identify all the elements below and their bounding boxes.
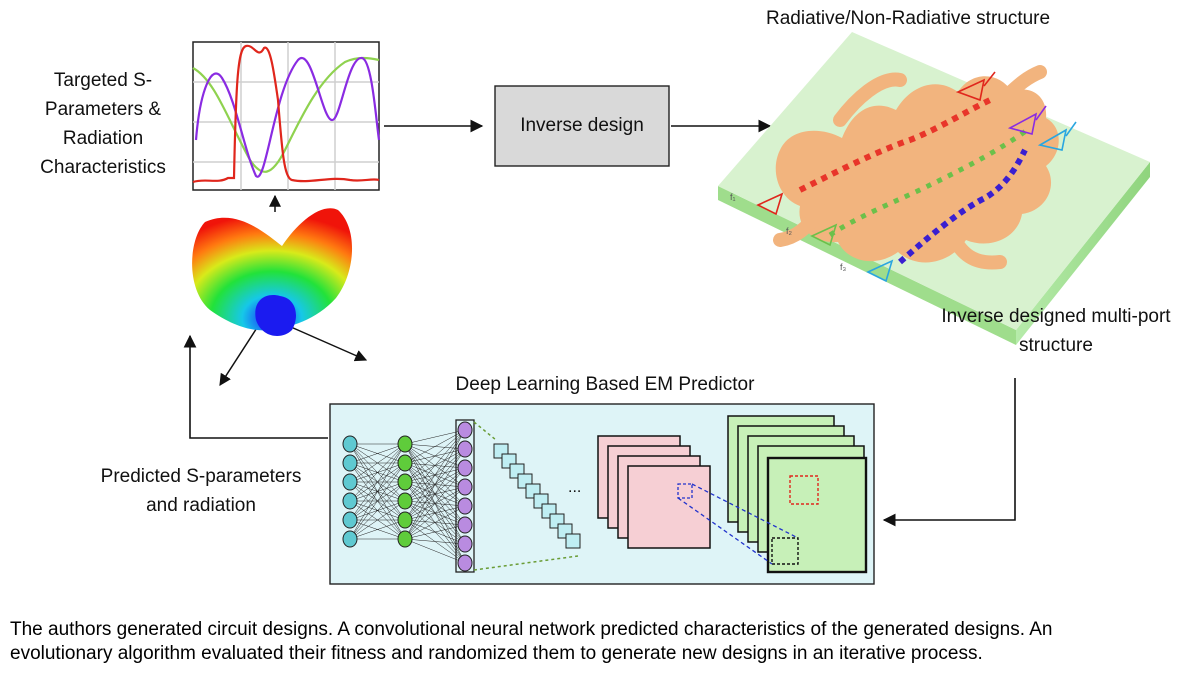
predicted-line-1: Predicted S-parameters: [100, 466, 302, 487]
plot-curve-red: [192, 44, 380, 184]
nn-edge: [349, 443, 406, 521]
s-parameter-plot: [192, 41, 381, 191]
nn-neuron-layer-2: [397, 473, 413, 491]
nn-neuron-layer-1: [342, 530, 358, 548]
nn-edge: [349, 462, 406, 540]
nn-edge: [404, 429, 466, 502]
nn-neuron-layer-3: [457, 421, 473, 439]
inverse-design-label: Inverse design: [520, 115, 644, 136]
nn-output-column: [455, 419, 475, 573]
targeted-line-4: Characteristics: [40, 157, 166, 178]
port-triangles: [756, 71, 1077, 283]
nn-neuron-layer-3: [457, 516, 473, 534]
nn-neuron-layer-3: [457, 497, 473, 515]
flatten-cell: [565, 533, 581, 549]
nn-edge: [404, 486, 466, 540]
nn-edge: [349, 519, 406, 540]
nn-edge: [404, 429, 466, 464]
path-green: [828, 125, 1032, 238]
feature-maps-pink: [597, 435, 711, 549]
radiation-lobe-base: [255, 295, 296, 336]
multiport-label: Inverse designed multi-port structure: [925, 302, 1187, 360]
nn-neuron-layer-2: [397, 530, 413, 548]
nn-neuron-layer-2: [397, 435, 413, 453]
substrate-side-right: [1016, 162, 1150, 345]
nn-neuron-layer-3: [457, 478, 473, 496]
caption: The authors generated circuit designs. A…: [10, 618, 1195, 666]
nn-edge: [349, 500, 406, 540]
flatten-vector: [493, 443, 581, 549]
caption-line-1: The authors generated circuit designs. A…: [10, 619, 1053, 640]
nn-edge: [404, 538, 466, 564]
nn-neuron-layer-3: [457, 554, 473, 572]
targeted-line-2: Parameters &: [44, 99, 162, 120]
nn-edge: [404, 538, 466, 545]
nn-nodes: [342, 421, 473, 572]
plot-curve-green: [192, 56, 380, 173]
feature-maps-green: [727, 415, 868, 574]
nn-edge: [349, 443, 406, 540]
targeted-line-3: Radiation: [62, 128, 144, 149]
nn-edge: [404, 429, 466, 540]
nn-edge: [349, 481, 406, 540]
substrate-side-front: [718, 186, 1016, 345]
nn-neuron-layer-2: [397, 454, 413, 472]
port-label-3: f₃: [840, 262, 847, 272]
targeted-label: Targeted S- Parameters & Radiation Chara…: [22, 66, 184, 182]
radiation-pattern-3d: [192, 194, 368, 387]
path-blue: [898, 148, 1028, 265]
plot-curve-purple: [194, 56, 381, 178]
nn-edges: [349, 429, 466, 564]
nn-neuron-layer-1: [342, 473, 358, 491]
inverse-design-box: [494, 85, 670, 167]
nn-neuron-layer-1: [342, 511, 358, 529]
multiport-line-1: Inverse designed multi-port: [941, 306, 1171, 327]
nn-edge: [404, 429, 466, 445]
radiation-lobe: [192, 208, 353, 331]
port-label-2: f₂: [786, 226, 793, 236]
nn-neuron-layer-3: [457, 440, 473, 458]
pink-kernel: [677, 483, 693, 499]
green-kernel-red: [789, 475, 819, 505]
predictor-title: Deep Learning Based EM Predictor: [455, 374, 755, 395]
nn-edge: [349, 443, 406, 502]
predicted-line-2: and radiation: [146, 495, 256, 516]
nn-neuron-layer-1: [342, 435, 358, 453]
nn-neuron-layer-3: [457, 459, 473, 477]
multiport-structure: f₁ f₂ f₃: [718, 32, 1150, 345]
predicted-label: Predicted S-parameters and radiation: [82, 462, 320, 520]
predictor-panel: ...: [329, 403, 875, 585]
nn-edge: [349, 443, 406, 464]
structure-title: Radiative/Non-Radiative structure: [766, 8, 1051, 29]
nn-neuron-layer-3: [457, 535, 473, 553]
nn-edge: [404, 448, 466, 540]
nn-neuron-layer-1: [342, 492, 358, 510]
nn-edge: [349, 443, 406, 483]
nn-edge: [404, 429, 466, 521]
arrow-structure-to-predictor: [882, 378, 1016, 527]
arrow-predictor-to-radiation: [183, 334, 328, 439]
nn-neuron-layer-1: [342, 454, 358, 472]
targeted-line-1: Targeted S-: [53, 70, 153, 91]
ellipsis-label: ...: [568, 479, 581, 496]
green-kernel-black: [771, 537, 799, 565]
nn-edge: [404, 524, 466, 540]
nn-edge: [404, 505, 466, 540]
nn-neuron-layer-2: [397, 492, 413, 510]
path-red: [798, 97, 992, 193]
port-label-1: f₁: [730, 192, 736, 202]
nn-neuron-layer-2: [397, 511, 413, 529]
metal-pattern: [775, 76, 1059, 263]
nn-edge: [404, 467, 466, 540]
multiport-line-2: structure: [1019, 335, 1093, 356]
nn-edge: [404, 429, 466, 483]
caption-line-2: evolutionary algorithm evaluated their f…: [10, 643, 983, 664]
